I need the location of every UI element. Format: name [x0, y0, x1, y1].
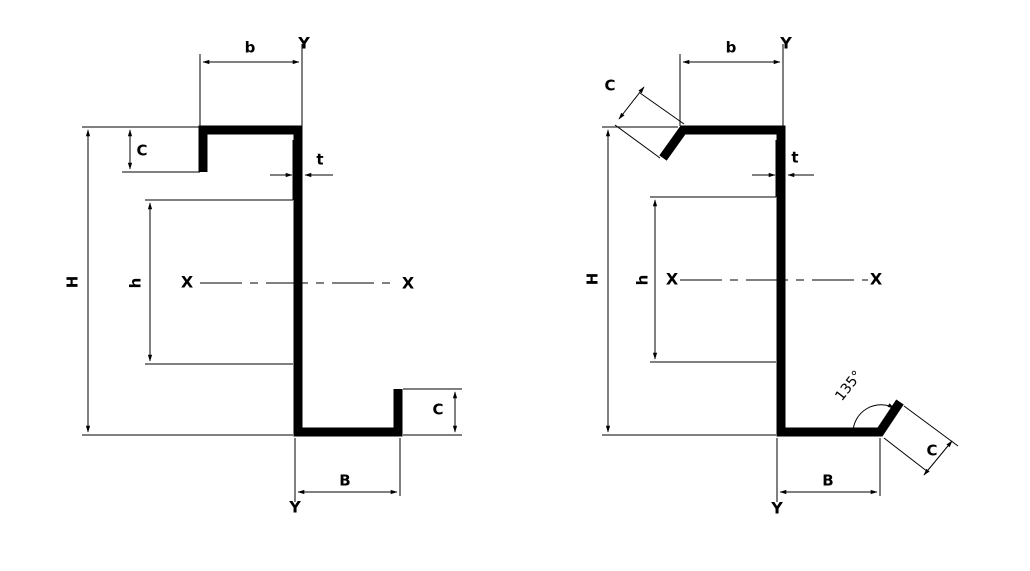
right-profile-outline: [659, 125, 904, 437]
left-label-Y-top: Y: [297, 34, 310, 53]
right-label-b: b: [726, 39, 737, 57]
right-label-C-bottom: C: [926, 442, 937, 460]
left-label-H: H: [64, 276, 82, 289]
left-label-X-right: X: [402, 274, 415, 293]
right-dim-C-bottom: [923, 440, 953, 476]
left-label-b: b: [245, 39, 256, 57]
right-ext-C-top-a: [639, 92, 685, 125]
right-label-C-top: C: [604, 77, 615, 95]
right-ext-C-bottom-a: [883, 437, 929, 473]
left-label-B: B: [339, 472, 350, 490]
right-label-B: B: [822, 472, 833, 490]
left-label-t: t: [316, 151, 323, 169]
right-z-section: b Y C t H h X X 135° C B Y: [584, 34, 959, 518]
left-label-C-top: C: [136, 142, 147, 160]
left-label-C-bottom: C: [432, 401, 443, 419]
right-label-h: h: [634, 275, 652, 286]
right-angle-arc: [852, 403, 895, 433]
right-label-X-left: X: [666, 270, 679, 289]
right-dim-C-top: [618, 86, 645, 120]
left-label-h: h: [127, 278, 145, 289]
right-ext-C-bottom-b: [903, 405, 959, 447]
left-label-X-left: X: [181, 273, 194, 292]
right-label-t: t: [791, 149, 798, 167]
right-label-Y-bottom: Y: [770, 499, 783, 518]
right-label-H: H: [584, 273, 602, 286]
right-label-X-right: X: [870, 270, 883, 289]
right-label-Y-top: Y: [779, 34, 792, 53]
left-profile-outline: [198, 125, 403, 437]
left-label-Y-bottom: Y: [288, 498, 301, 517]
right-ext-C-top-b: [614, 124, 661, 159]
left-z-section: b Y C t H h X X C B Y: [64, 34, 462, 517]
right-label-angle: 135°: [832, 368, 865, 404]
